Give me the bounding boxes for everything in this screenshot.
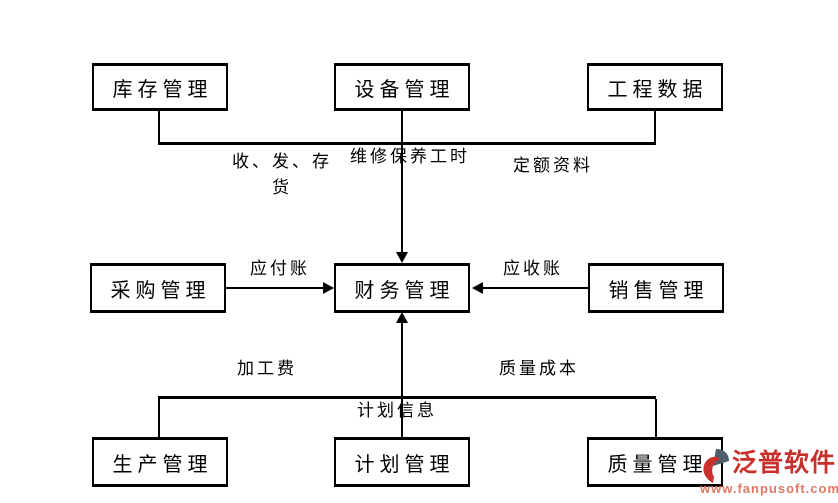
- box-label: 设备管理: [354, 78, 455, 101]
- connector-equipment-to-finance: [401, 111, 403, 253]
- fanpusoft-logo-icon: [703, 449, 729, 483]
- vendor-watermark: 泛普软件 www.fanpusoft.com: [700, 448, 838, 496]
- box-inventory-management: 库存管理: [92, 63, 228, 111]
- connector-bottom-horizontal: [158, 396, 656, 399]
- box-production-management: 生产管理: [92, 437, 228, 487]
- vendor-website-url: www.fanpusoft.com: [700, 481, 838, 496]
- box-engineering-data: 工程数据: [587, 63, 723, 111]
- edge-label-maintenance-hours: 维修保养工时: [350, 147, 470, 166]
- box-label: 库存管理: [112, 78, 213, 101]
- box-label: 生产管理: [112, 453, 213, 476]
- arrowhead-into-finance-left: [323, 282, 334, 294]
- edge-label-quality-cost: 质量成本: [499, 359, 579, 378]
- edge-label-processing-fee: 加工费: [237, 359, 297, 378]
- arrowhead-into-finance-top: [396, 252, 408, 263]
- vendor-brand-name: 泛普软件: [732, 449, 837, 477]
- connector-procurement-to-finance: [226, 287, 325, 289]
- box-label: 工程数据: [607, 78, 708, 101]
- edge-label-accounts-receivable: 应收账: [503, 259, 563, 278]
- box-planning-management: 计划管理: [334, 437, 470, 487]
- connector-production-up: [158, 399, 160, 437]
- arrowhead-into-finance-right: [472, 282, 483, 294]
- edge-label-accounts-payable: 应付账: [250, 259, 310, 278]
- box-equipment-management: 设备管理: [334, 63, 470, 111]
- connector-top-horizontal: [158, 142, 656, 145]
- connector-quality-up: [655, 399, 657, 437]
- box-label: 采购管理: [110, 279, 211, 302]
- box-label: 销售管理: [608, 279, 709, 302]
- box-quality-management: 质量管理: [587, 437, 723, 487]
- edge-label-receive-issue-stock: 收、发、存货: [232, 152, 332, 197]
- connector-engineering-down: [654, 111, 656, 145]
- edge-label-quota-data: 定额资料: [513, 156, 593, 175]
- connector-planning-to-finance: [401, 322, 403, 437]
- box-finance-management: 财务管理: [334, 263, 470, 313]
- box-sales-management: 销售管理: [588, 263, 724, 313]
- box-label: 质量管理: [607, 453, 708, 476]
- edge-label-plan-information: 计划信息: [357, 401, 437, 420]
- box-procurement-management: 采购管理: [90, 263, 226, 313]
- arrowhead-into-finance-bottom: [396, 312, 408, 323]
- connector-sales-to-finance: [482, 287, 588, 289]
- connector-inventory-down: [158, 111, 160, 145]
- box-label: 财务管理: [354, 279, 455, 302]
- box-label: 计划管理: [354, 453, 455, 476]
